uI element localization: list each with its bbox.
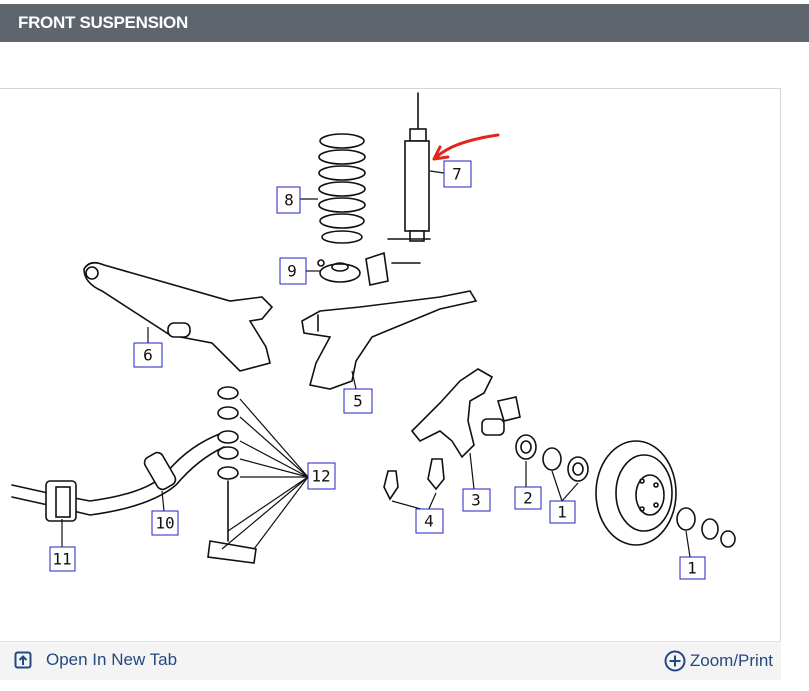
callout-6-label: 6 [143,346,153,365]
callout-1-hub: 1 [679,556,706,580]
zoom-print-label: Zoom/Print [689,651,773,670]
callout-2-label: 2 [523,489,533,508]
callout-8-label: 8 [284,191,294,210]
callout-8: 8 [276,186,301,214]
callout-1-bearing: 1 [549,500,576,524]
image-toolbar: Open In New Tab Zoom/Print [0,641,781,680]
callout-10-label: 10 [155,514,174,533]
shock-absorber [387,92,431,242]
stabilizer-link [207,386,257,564]
radius-arm [83,261,274,372]
open-in-new-tab-link[interactable]: Open In New Tab [14,650,177,670]
open-new-tab-icon [14,651,32,669]
diagram-frame: 7 8 9 6 5 12 10 11 [0,88,781,680]
open-in-new-tab-label: Open In New Tab [46,650,178,669]
suspension-diagram: 7 8 9 6 5 12 10 11 [11,92,736,580]
coil-spring [318,133,366,244]
callout-3-label: 3 [471,491,481,510]
callout-12: 12 [307,462,336,490]
bearings [515,434,736,548]
zoom-plus-icon [664,650,686,672]
page-title: FRONT SUSPENSION [18,13,188,32]
red-annotation-arrow [432,133,500,161]
zoom-print-link[interactable]: Zoom/Print [664,650,773,672]
callout-1b-label: 1 [687,559,697,578]
spring-seat [317,251,421,286]
callout-5-label: 5 [353,392,363,411]
stabilizer-bar [11,432,225,522]
callout-12-label: 12 [311,467,330,486]
i-beam-axle [301,290,478,390]
spindle [410,368,521,459]
callout-4-label: 4 [424,512,434,531]
page-header: FRONT SUSPENSION [0,4,809,42]
callout-11: 11 [49,546,76,572]
callout-4: 4 [415,508,444,534]
callout-11-label: 11 [52,550,71,569]
callout-3: 3 [462,488,491,512]
callout-9: 9 [279,257,307,285]
brake-rotor [595,440,677,546]
callout-6: 6 [133,342,163,368]
callout-9-label: 9 [287,262,297,281]
callout-7-label: 7 [452,165,462,184]
callout-7: 7 [443,160,472,188]
callout-5: 5 [343,388,373,414]
leader-lines [61,170,691,558]
callout-1a-label: 1 [557,503,567,522]
ball-joints [383,458,445,501]
callout-2: 2 [514,486,542,510]
callout-10: 10 [151,510,179,536]
